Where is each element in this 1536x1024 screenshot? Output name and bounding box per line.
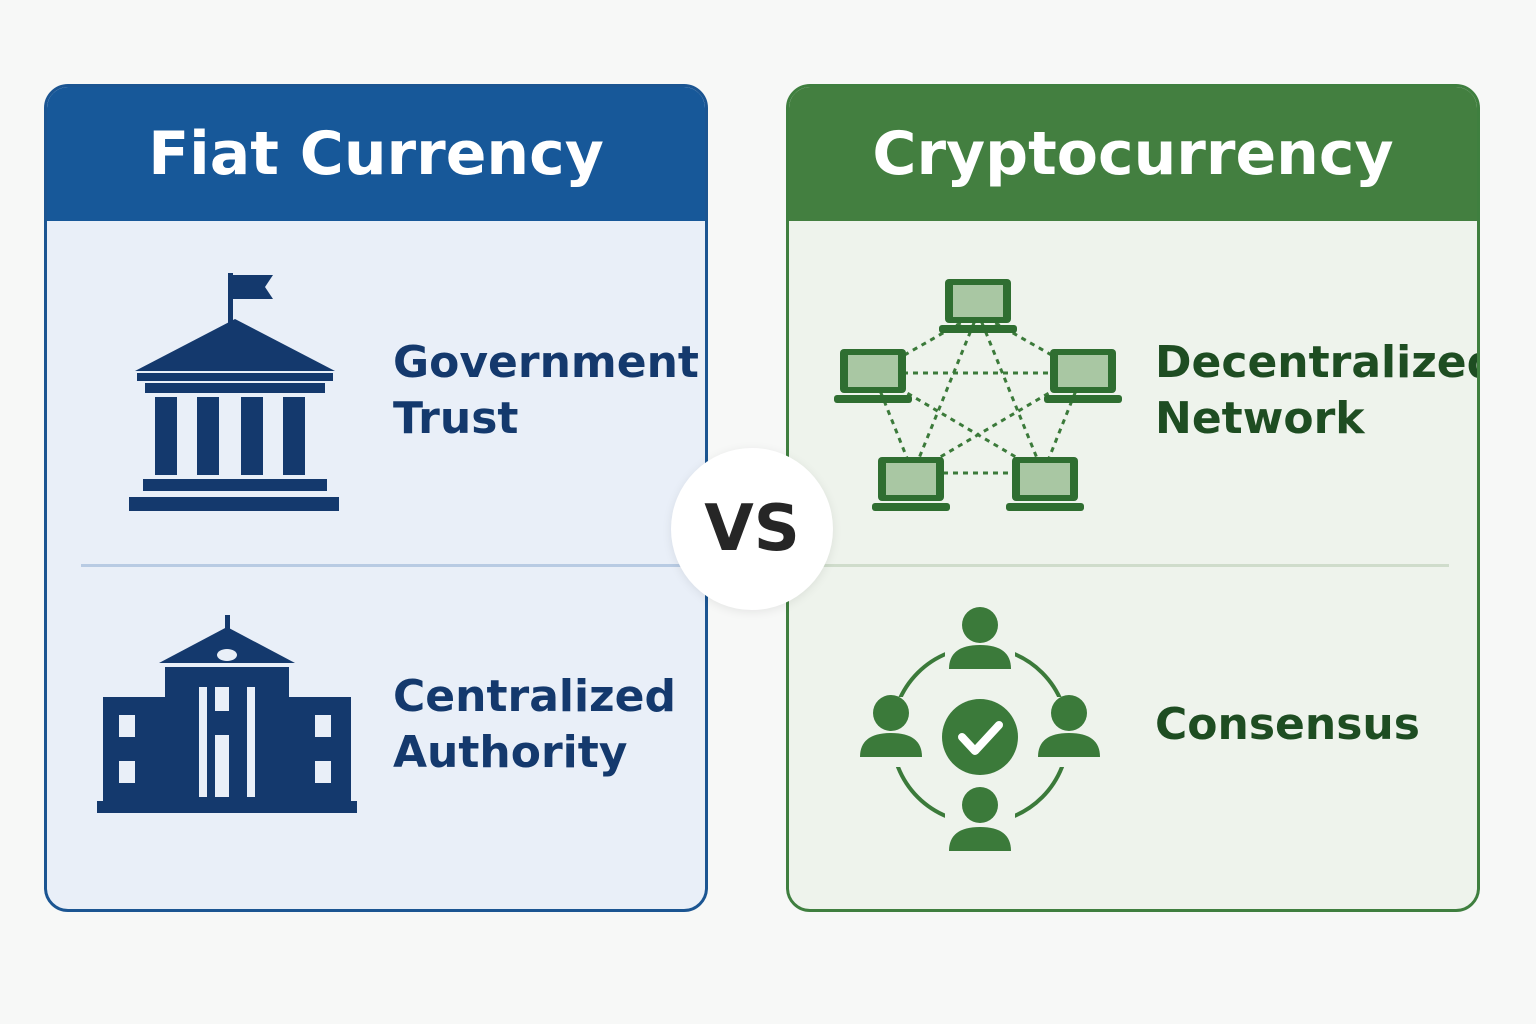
fiat-currency-panel: Fiat Currency Government Trust — [44, 84, 708, 912]
consensus-label: Consensus — [1155, 699, 1420, 750]
consensus-item: Consensus — [789, 567, 1477, 909]
government-label-line1: Government — [393, 337, 699, 388]
crypto-divider — [823, 564, 1449, 567]
government-trust-item: Government Trust — [47, 221, 705, 561]
centralized-authority-item: Centralized Authority — [47, 567, 705, 909]
vs-badge: VS — [671, 448, 833, 610]
government-building-icon — [129, 273, 339, 511]
fiat-divider — [81, 564, 681, 567]
government-label-line2: Trust — [393, 393, 519, 444]
fiat-currency-title: Fiat Currency — [47, 87, 705, 221]
decentralized-label-line1: Decentralized — [1155, 337, 1480, 388]
centralized-label-line1: Centralized — [393, 671, 676, 722]
cryptocurrency-title: Cryptocurrency — [789, 87, 1477, 221]
decentralized-network-item: Decentralized Network — [789, 221, 1477, 561]
consensus-people-icon — [860, 607, 1100, 851]
network-computers-icon — [834, 279, 1122, 511]
network-label-line2: Network — [1155, 393, 1365, 444]
authority-label-line2: Authority — [393, 727, 628, 778]
city-hall-icon — [97, 615, 357, 813]
cryptocurrency-panel: Cryptocurrency — [786, 84, 1480, 912]
